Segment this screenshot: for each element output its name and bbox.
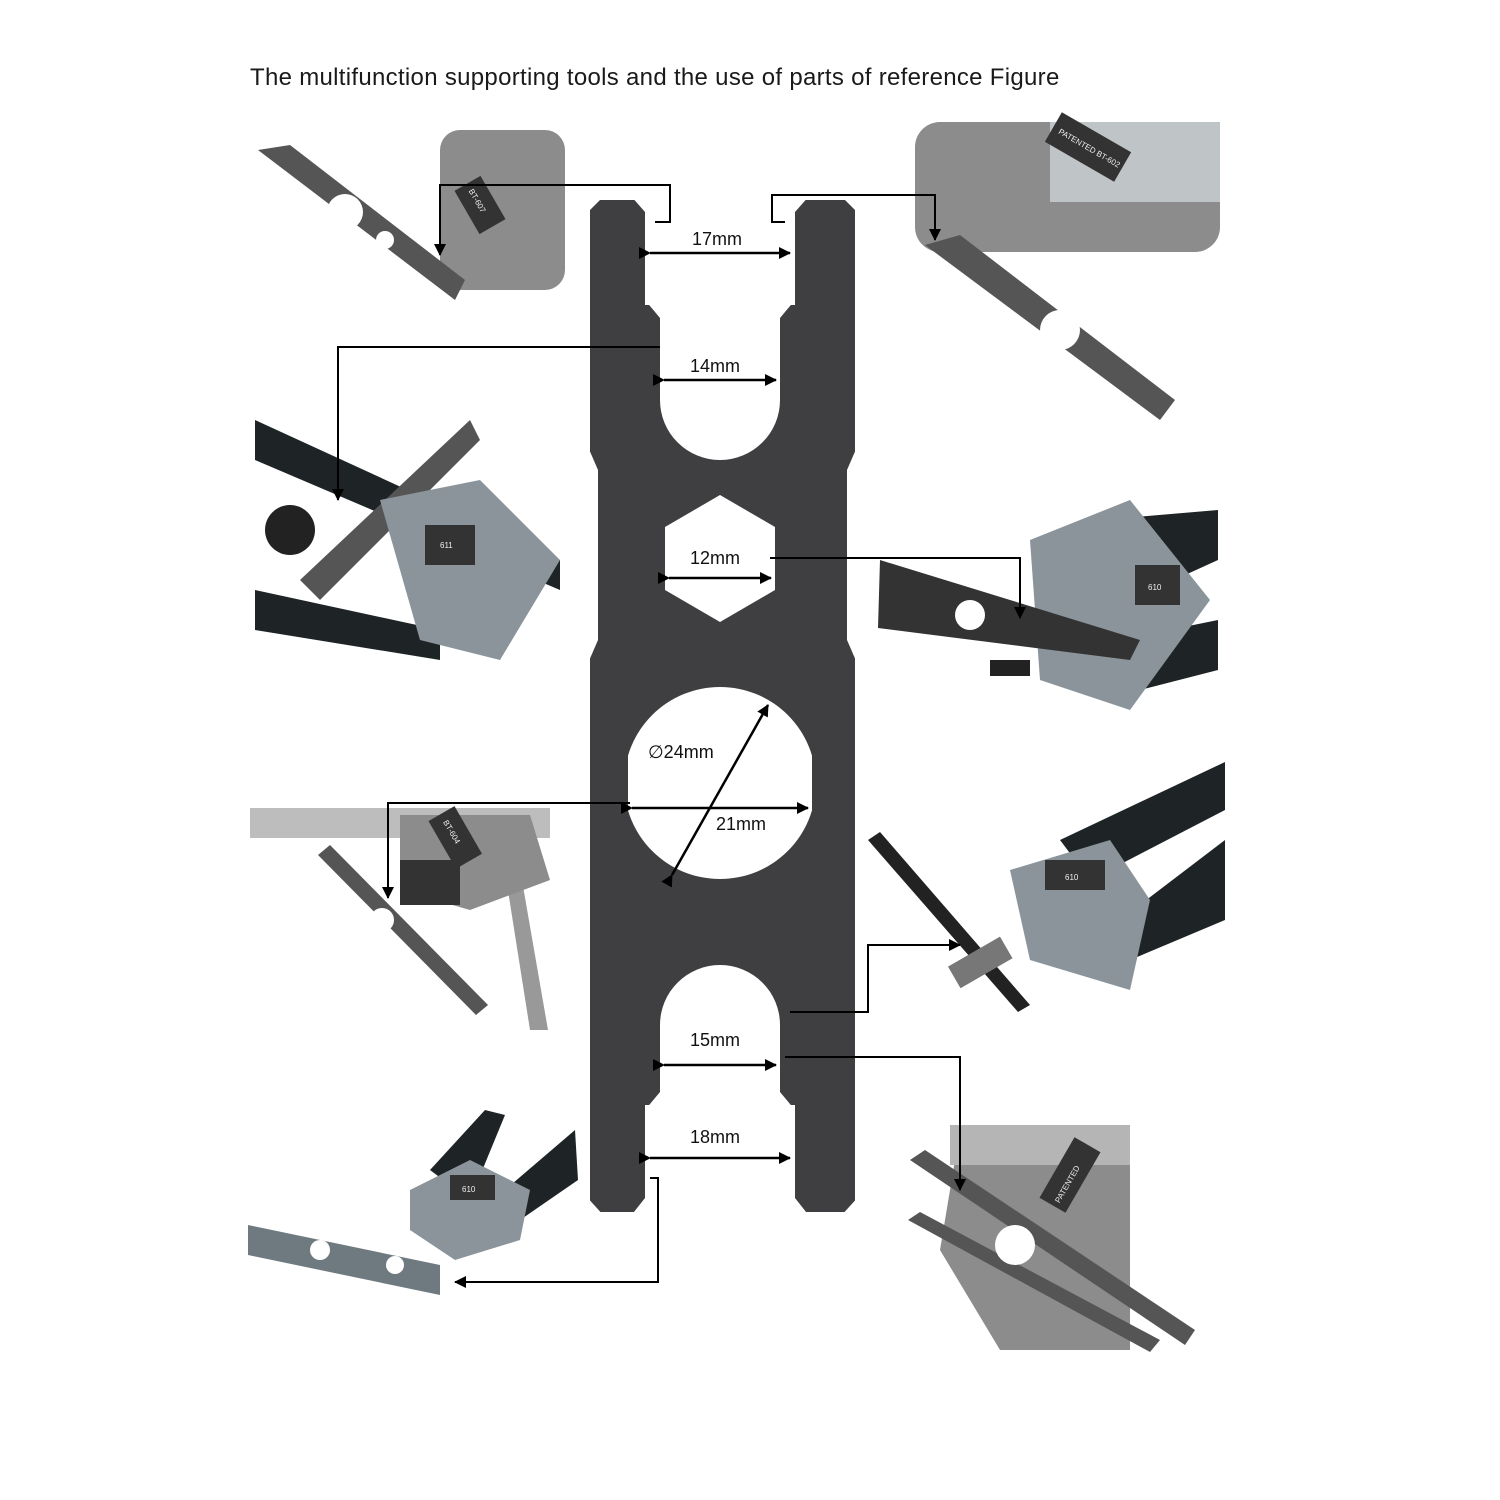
callout-round-lower-right	[790, 939, 961, 1013]
tool-illustration-top-left: BT-607	[258, 130, 565, 300]
callout-18mm	[454, 1177, 659, 1288]
tool-illustration-lower-right: 610	[868, 762, 1225, 1012]
dimension-label-14mm: 14mm	[690, 356, 740, 376]
callout-15mm	[785, 1056, 966, 1191]
callout-14mm	[332, 346, 660, 501]
callout-17mm-top-right	[771, 194, 941, 241]
hex-opening-12mm	[665, 495, 775, 622]
dimension-arrow-24mm	[661, 704, 770, 888]
dimension-label-12mm: 12mm	[690, 548, 740, 568]
tool-plate-label: 610	[1148, 583, 1162, 592]
dimension-label-15mm: 15mm	[690, 1030, 740, 1050]
dimension-label-18mm: 18mm	[690, 1127, 740, 1147]
dimension-label-21mm: 21mm	[716, 814, 766, 834]
round-opening-24mm	[628, 687, 812, 879]
callout-21mm	[382, 802, 630, 899]
tool-illustration-top-right: PATENTED BT-602	[915, 112, 1220, 420]
tool-illustration-mid-right: 610	[878, 500, 1218, 710]
dimension-label-24mm: ∅24mm	[648, 742, 714, 762]
figure-title: The multifunction supporting tools and t…	[250, 64, 1060, 91]
dimension-label-17mm: 17mm	[692, 229, 742, 249]
tool-illustration-lower-left: BT-604	[250, 806, 550, 1030]
tool-plate-label: 611	[440, 541, 453, 550]
tool-plate-label: 610	[1065, 873, 1079, 882]
tool-illustration-mid-left: 611	[255, 420, 560, 660]
tool-illustration-bottom-left: 610	[248, 1110, 578, 1295]
tool-illustration-bottom-right: PATENTED	[908, 1125, 1195, 1352]
tool-plate-label: 610	[462, 1185, 476, 1194]
callout-17mm-top-left	[434, 184, 671, 256]
callout-12mm	[770, 557, 1026, 619]
